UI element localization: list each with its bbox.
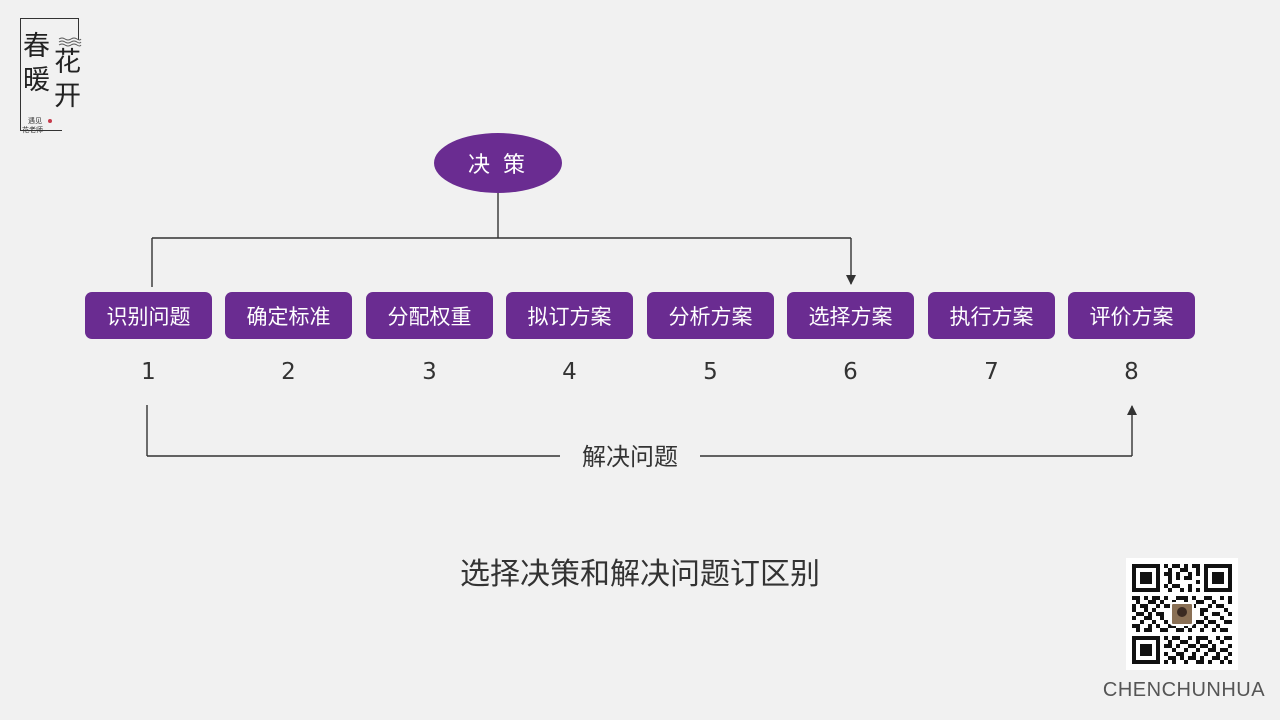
step-number-6: 6 [843, 359, 858, 385]
logo-frame-right [78, 18, 79, 40]
logo-char-1: 春 [23, 31, 50, 62]
step-number-3: 3 [422, 359, 437, 385]
logo-frame-top [20, 18, 78, 19]
step-box-1: 识别问题 [85, 292, 212, 339]
step-box-7: 执行方案 [928, 292, 1055, 339]
logo-subtitle-1: 遇见 [28, 117, 42, 125]
logo: 春 暖 花 开 遇见 花老师 [20, 18, 90, 134]
step-box-3: 分配权重 [366, 292, 493, 339]
step-box-4: 拟订方案 [506, 292, 633, 339]
solve-problem-label: 解决问题 [560, 440, 700, 474]
logo-dot [48, 119, 52, 123]
step-number-2: 2 [281, 359, 296, 385]
step-box-6: 选择方案 [787, 292, 914, 339]
step-box-8: 评价方案 [1068, 292, 1195, 339]
logo-char-2: 暖 [23, 65, 50, 96]
step-number-5: 5 [703, 359, 718, 385]
step-box-2: 确定标准 [225, 292, 352, 339]
step-number-7: 7 [984, 359, 999, 385]
step-number-4: 4 [562, 359, 577, 385]
logo-waves-icon [58, 37, 82, 47]
qr-code [1126, 558, 1238, 670]
logo-frame-left [20, 18, 21, 130]
brand-name: CHENCHUNHUA [1102, 679, 1266, 701]
logo-subtitle-2: 花老师 [22, 126, 43, 134]
page-caption: 选择决策和解决问题订区别 [460, 557, 820, 592]
qr-code-icon [1132, 564, 1232, 664]
logo-char-4: 开 [54, 81, 81, 112]
step-box-5: 分析方案 [647, 292, 774, 339]
logo-frame-bottom [20, 130, 62, 131]
logo-char-3: 花 [54, 47, 81, 78]
decision-node: 决 策 [434, 133, 562, 193]
step-number-8: 8 [1124, 359, 1139, 385]
step-number-1: 1 [141, 359, 156, 385]
qr-avatar [1170, 602, 1194, 626]
